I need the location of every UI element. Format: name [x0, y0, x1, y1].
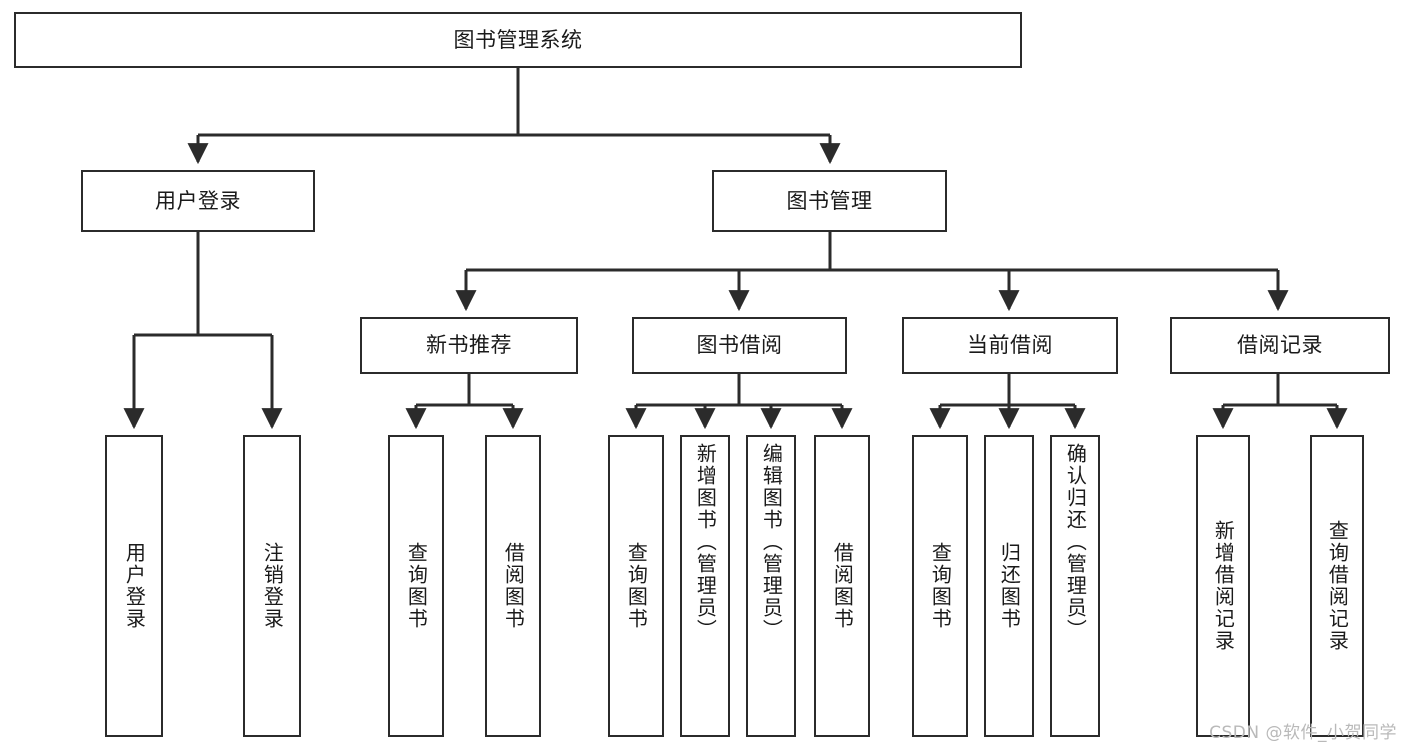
node-root-label: 图书管理系统 [453, 27, 583, 52]
node-leaf-borrow-book-1-label: 借阅图书 [501, 542, 526, 630]
node-leaf-query-book-2[interactable]: 查询图书 [608, 435, 664, 737]
node-leaf-query-book-3[interactable]: 查询图书 [912, 435, 968, 737]
csdn-watermark: CSDN @软件_小贺同学 [1209, 723, 1397, 743]
node-user-login-label: 用户登录 [155, 188, 241, 213]
node-book-admin[interactable]: 图书管理 [712, 170, 947, 232]
node-leaf-query-book-3-label: 查询图书 [928, 542, 953, 630]
node-user-login[interactable]: 用户登录 [81, 170, 315, 232]
node-leaf-return-book[interactable]: 归还图书 [984, 435, 1034, 737]
node-leaf-edit-book[interactable]: 编辑图书（管理员） [746, 435, 796, 737]
node-book-admin-label: 图书管理 [786, 188, 873, 213]
node-leaf-confirm-return-label: 确认归还（管理员） [1063, 443, 1088, 641]
node-leaf-borrow-book-2[interactable]: 借阅图书 [814, 435, 870, 737]
node-leaf-logout[interactable]: 注销登录 [243, 435, 301, 737]
node-leaf-confirm-return[interactable]: 确认归还（管理员） [1050, 435, 1100, 737]
node-root[interactable]: 图书管理系统 [14, 12, 1022, 68]
node-new-book-recommend[interactable]: 新书推荐 [360, 317, 578, 374]
node-book-borrow-label: 图书借阅 [696, 333, 783, 358]
node-leaf-login[interactable]: 用户登录 [105, 435, 163, 737]
node-leaf-edit-book-label: 编辑图书（管理员） [759, 443, 784, 641]
node-leaf-add-book[interactable]: 新增图书（管理员） [680, 435, 730, 737]
node-leaf-login-label: 用户登录 [122, 542, 147, 630]
node-leaf-borrow-book-2-label: 借阅图书 [830, 542, 855, 630]
node-leaf-add-record-label: 新增借阅记录 [1211, 520, 1236, 652]
node-borrow-records[interactable]: 借阅记录 [1170, 317, 1390, 374]
node-borrow-records-label: 借阅记录 [1237, 333, 1323, 358]
node-leaf-add-book-label: 新增图书（管理员） [693, 443, 718, 641]
node-leaf-query-book-1[interactable]: 查询图书 [388, 435, 444, 737]
node-leaf-return-book-label: 归还图书 [997, 542, 1022, 630]
node-leaf-logout-label: 注销登录 [260, 542, 285, 630]
node-book-borrow[interactable]: 图书借阅 [632, 317, 847, 374]
node-leaf-query-record[interactable]: 查询借阅记录 [1310, 435, 1364, 737]
node-leaf-add-record[interactable]: 新增借阅记录 [1196, 435, 1250, 737]
node-leaf-query-book-2-label: 查询图书 [624, 542, 649, 630]
node-leaf-borrow-book-1[interactable]: 借阅图书 [485, 435, 541, 737]
node-new-book-recommend-label: 新书推荐 [426, 333, 512, 358]
node-leaf-query-record-label: 查询借阅记录 [1325, 520, 1350, 652]
node-leaf-query-book-1-label: 查询图书 [404, 542, 429, 630]
node-current-borrow[interactable]: 当前借阅 [902, 317, 1118, 374]
node-current-borrow-label: 当前借阅 [967, 333, 1053, 358]
